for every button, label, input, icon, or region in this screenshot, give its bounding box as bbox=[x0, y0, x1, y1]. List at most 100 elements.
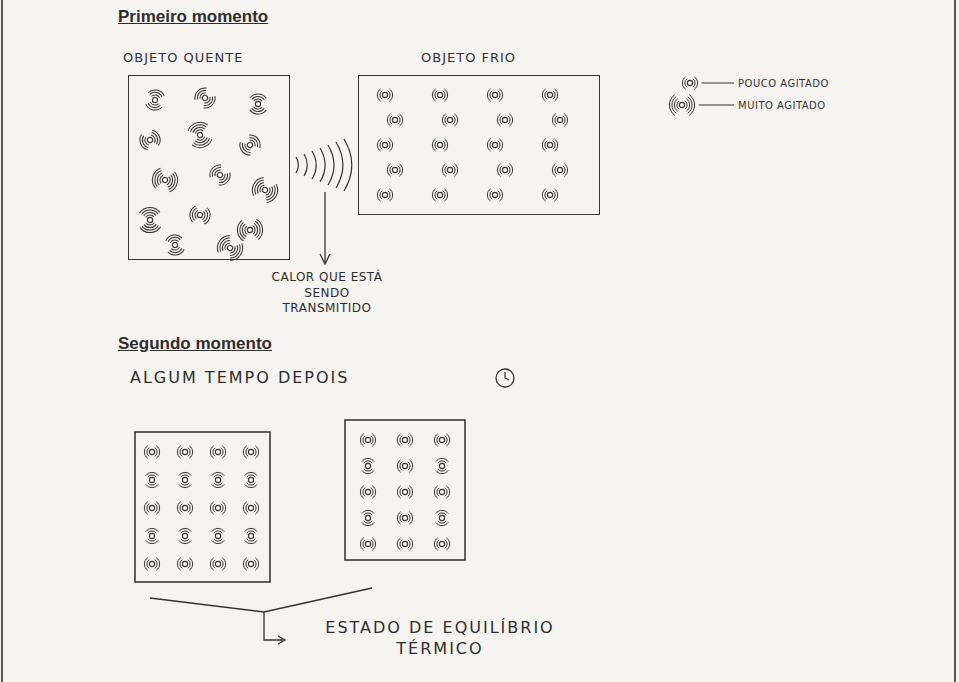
agitation-arc bbox=[168, 249, 185, 256]
agitation-arc bbox=[563, 166, 565, 174]
agitation-arc bbox=[677, 101, 679, 109]
molecule-core bbox=[246, 141, 253, 148]
agitation-arc bbox=[542, 89, 545, 101]
molecule-symbol bbox=[669, 95, 694, 116]
agitation-arc bbox=[222, 502, 225, 514]
agitation-arc bbox=[146, 540, 158, 543]
agitation-arc bbox=[555, 166, 557, 174]
molecule-symbol bbox=[179, 472, 191, 487]
agitation-arc bbox=[545, 191, 547, 199]
agitation-arc bbox=[364, 469, 372, 471]
molecule-core bbox=[439, 515, 444, 520]
agitation-arc bbox=[388, 141, 390, 149]
molecule-core bbox=[247, 227, 253, 233]
agitation-arc bbox=[214, 539, 222, 541]
note: ESTADO DE EQUILÍBRIO TÉRMICO bbox=[290, 618, 590, 660]
agitation-arc bbox=[364, 513, 372, 515]
agitation-arc bbox=[144, 212, 157, 216]
agitation-arc bbox=[245, 528, 257, 531]
molecule-symbol bbox=[362, 458, 374, 473]
molecule-core bbox=[197, 132, 203, 138]
agitation-arc bbox=[249, 175, 263, 196]
agitation-arc bbox=[487, 189, 490, 201]
agitation-arc bbox=[153, 170, 161, 187]
agitation-arc bbox=[446, 538, 449, 550]
agitation-arc bbox=[204, 208, 211, 225]
molecule-core bbox=[149, 561, 154, 566]
agitation-arc bbox=[203, 96, 218, 111]
agitation-arc bbox=[179, 540, 191, 543]
agitation-arc bbox=[152, 129, 162, 146]
agitation-arc bbox=[490, 91, 492, 99]
molecule-core bbox=[492, 142, 497, 147]
agitation-arc bbox=[146, 528, 158, 531]
molecule-symbol bbox=[214, 232, 246, 263]
agitation-arc bbox=[156, 502, 159, 514]
molecule-symbol bbox=[192, 85, 218, 111]
agitation-arc bbox=[377, 139, 380, 151]
molecule-symbol bbox=[177, 558, 192, 570]
agitation-arc bbox=[214, 232, 230, 252]
agitation-arc bbox=[380, 191, 382, 199]
molecule-core bbox=[248, 449, 253, 454]
molecule-symbol bbox=[542, 189, 557, 201]
agitation-arc bbox=[142, 225, 159, 230]
agitation-arc bbox=[177, 502, 180, 514]
agitation-arc bbox=[222, 446, 225, 458]
molecule-symbol bbox=[432, 139, 447, 151]
agitation-arc bbox=[437, 540, 439, 548]
agitation-arc bbox=[400, 436, 402, 444]
legend-row: POUCO AGITADO bbox=[676, 70, 829, 96]
agitation-arc bbox=[148, 475, 156, 477]
agitation-arc bbox=[694, 77, 697, 89]
agitation-arc bbox=[438, 513, 446, 515]
molecule-symbol bbox=[397, 538, 412, 550]
agitation-arc bbox=[509, 164, 512, 176]
agitation-arc bbox=[189, 502, 192, 514]
agitation-arc bbox=[151, 134, 156, 143]
agitation-arc bbox=[434, 486, 437, 498]
molecule-symbol bbox=[542, 89, 557, 101]
agitation-arc bbox=[168, 236, 181, 241]
agitation-arc bbox=[371, 540, 373, 548]
molecule-core bbox=[679, 102, 684, 107]
agitation-arc bbox=[442, 114, 445, 126]
agitation-arc bbox=[552, 114, 555, 126]
molecule-core bbox=[502, 117, 507, 122]
molecule-symbol bbox=[243, 558, 258, 570]
agitation-arc bbox=[408, 540, 410, 548]
agitation-arc bbox=[245, 540, 257, 543]
molecule-core bbox=[439, 463, 444, 468]
note: CALOR QUE ESTÁ SENDO TRANSMITIDO bbox=[262, 270, 392, 317]
agitation-arc bbox=[247, 539, 255, 541]
object-box: OBJETO FRIO bbox=[358, 75, 600, 215]
agitation-arc bbox=[266, 185, 278, 202]
agitation-arc bbox=[221, 448, 223, 456]
agitation-arc bbox=[362, 458, 374, 461]
molecule-symbol bbox=[150, 167, 179, 193]
heat-wave bbox=[320, 148, 325, 182]
agitation-arc bbox=[372, 434, 375, 446]
agitation-arc bbox=[212, 528, 224, 531]
agitation-arc bbox=[442, 164, 445, 176]
agitation-arc bbox=[254, 223, 258, 236]
agitation-arc bbox=[165, 234, 182, 241]
molecule-symbol bbox=[387, 164, 402, 176]
agitation-arc bbox=[202, 211, 205, 220]
agitation-arc bbox=[188, 560, 190, 568]
molecule-symbol bbox=[436, 458, 448, 473]
molecule-core bbox=[502, 167, 507, 172]
agitation-arc bbox=[398, 116, 400, 124]
agitation-arc bbox=[409, 538, 412, 550]
agitation-arc bbox=[400, 514, 402, 522]
agitation-arc bbox=[146, 215, 154, 217]
agitation-arc bbox=[180, 504, 182, 512]
agitation-arc bbox=[500, 116, 502, 124]
agitation-arc bbox=[212, 484, 224, 487]
agitation-arc bbox=[148, 89, 165, 96]
molecule-symbol bbox=[377, 139, 392, 151]
agitation-arc bbox=[192, 208, 197, 221]
agitation-arc bbox=[360, 486, 363, 498]
